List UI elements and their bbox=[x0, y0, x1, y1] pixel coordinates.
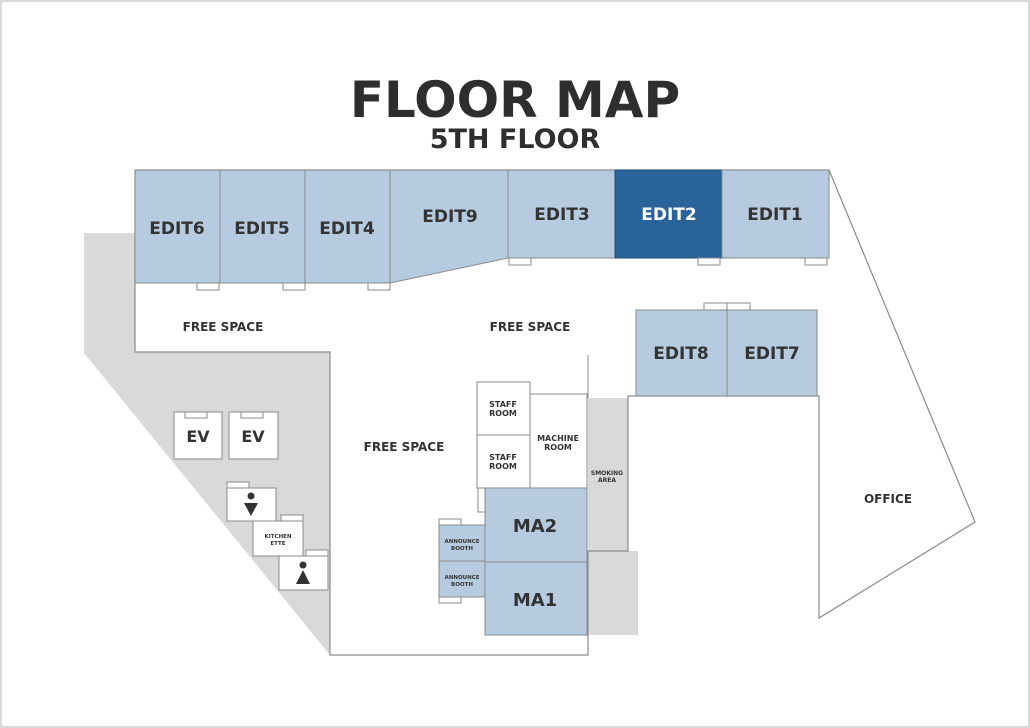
elevator-left-door bbox=[184, 411, 208, 419]
room-announce-booth-bottom[interactable] bbox=[438, 560, 486, 598]
elevator-right[interactable] bbox=[228, 411, 279, 460]
restroom-men-door bbox=[226, 481, 250, 489]
elevator-right-door bbox=[240, 411, 264, 419]
room-edit8-label: EDIT8 bbox=[653, 344, 708, 364]
room-staff-bottom[interactable] bbox=[476, 434, 531, 489]
room-machine[interactable] bbox=[529, 393, 588, 489]
room-ma1-label: MA1 bbox=[513, 590, 557, 611]
free-space-center-label: FREE SPACE bbox=[490, 320, 571, 334]
announce-booth-top-label-line1: ANNOUNCE bbox=[444, 539, 479, 545]
restroom-women-icon bbox=[296, 561, 310, 584]
room-edit7-label: EDIT7 bbox=[744, 344, 799, 364]
room-edit3[interactable] bbox=[507, 169, 616, 259]
announce-booth-bottom-label-line2: BOOTH bbox=[451, 582, 473, 588]
announce-booth-top-label-line2: BOOTH bbox=[451, 546, 473, 552]
room-staff-top-label-line1: STAFF bbox=[489, 400, 517, 409]
room-machine-label-line1: MACHINE bbox=[537, 434, 579, 443]
door-tabs-top-row bbox=[196, 257, 828, 291]
kitchenette-label-line2: ETTE bbox=[270, 541, 285, 547]
office-label: OFFICE bbox=[864, 492, 912, 506]
room-staff-bottom-label-line1: STAFF bbox=[489, 453, 517, 462]
elevator-right-label: EV bbox=[241, 427, 265, 446]
smoking-area bbox=[588, 398, 628, 551]
room-edit9-label: EDIT9 bbox=[422, 207, 477, 227]
room-edit4-label: EDIT4 bbox=[319, 219, 375, 239]
room-edit2-label: EDIT2 bbox=[641, 205, 696, 225]
elevator-left-label: EV bbox=[186, 427, 210, 446]
restroom-men-icon bbox=[244, 492, 258, 516]
grey-area-south bbox=[588, 551, 638, 635]
map-title: FLOOR MAP bbox=[350, 71, 680, 129]
room-ma2-label: MA2 bbox=[513, 516, 557, 537]
room-edit5[interactable] bbox=[219, 169, 306, 284]
room-edit1[interactable] bbox=[721, 169, 830, 259]
smoking-area-label-line2: AREA bbox=[598, 477, 616, 484]
room-staff-top-label-line2: ROOM bbox=[489, 409, 517, 418]
free-space-left-label: FREE SPACE bbox=[183, 320, 264, 334]
room-staff-bottom-label-line2: ROOM bbox=[489, 462, 517, 471]
building-outline bbox=[134, 169, 976, 656]
door-tab-ma2 bbox=[477, 487, 486, 513]
map-subtitle: 5TH FLOOR bbox=[430, 124, 601, 155]
room-ma1[interactable] bbox=[484, 561, 588, 636]
smoking-area-label-line1: SMOKING bbox=[591, 470, 623, 477]
room-machine-label-line2: ROOM bbox=[544, 443, 572, 452]
room-staff-top[interactable] bbox=[476, 381, 531, 436]
room-edit1-label: EDIT1 bbox=[747, 205, 802, 225]
room-announce-booth-top[interactable] bbox=[438, 524, 486, 562]
room-edit8[interactable] bbox=[635, 309, 728, 397]
announce-booth-bottom-label-line1: ANNOUNCE bbox=[444, 575, 479, 581]
room-edit4[interactable] bbox=[304, 169, 391, 284]
free-space-lower-label: FREE SPACE bbox=[364, 440, 445, 454]
door-tabs-edit7-8 bbox=[703, 302, 751, 311]
room-edit6-label: EDIT6 bbox=[149, 219, 204, 239]
room-ma2[interactable] bbox=[484, 487, 588, 563]
kitchenette-label-line1: KITCHEN bbox=[264, 534, 291, 540]
room-edit6[interactable] bbox=[134, 169, 221, 284]
room-edit7[interactable] bbox=[726, 309, 818, 397]
room-edit3-label: EDIT3 bbox=[534, 205, 589, 225]
restroom-women-door bbox=[305, 549, 329, 557]
room-edit5-label: EDIT5 bbox=[234, 219, 289, 239]
door-tabs-announce-booths bbox=[438, 518, 462, 604]
kitchenette-door bbox=[280, 514, 304, 522]
room-kitchenette[interactable] bbox=[252, 520, 304, 557]
